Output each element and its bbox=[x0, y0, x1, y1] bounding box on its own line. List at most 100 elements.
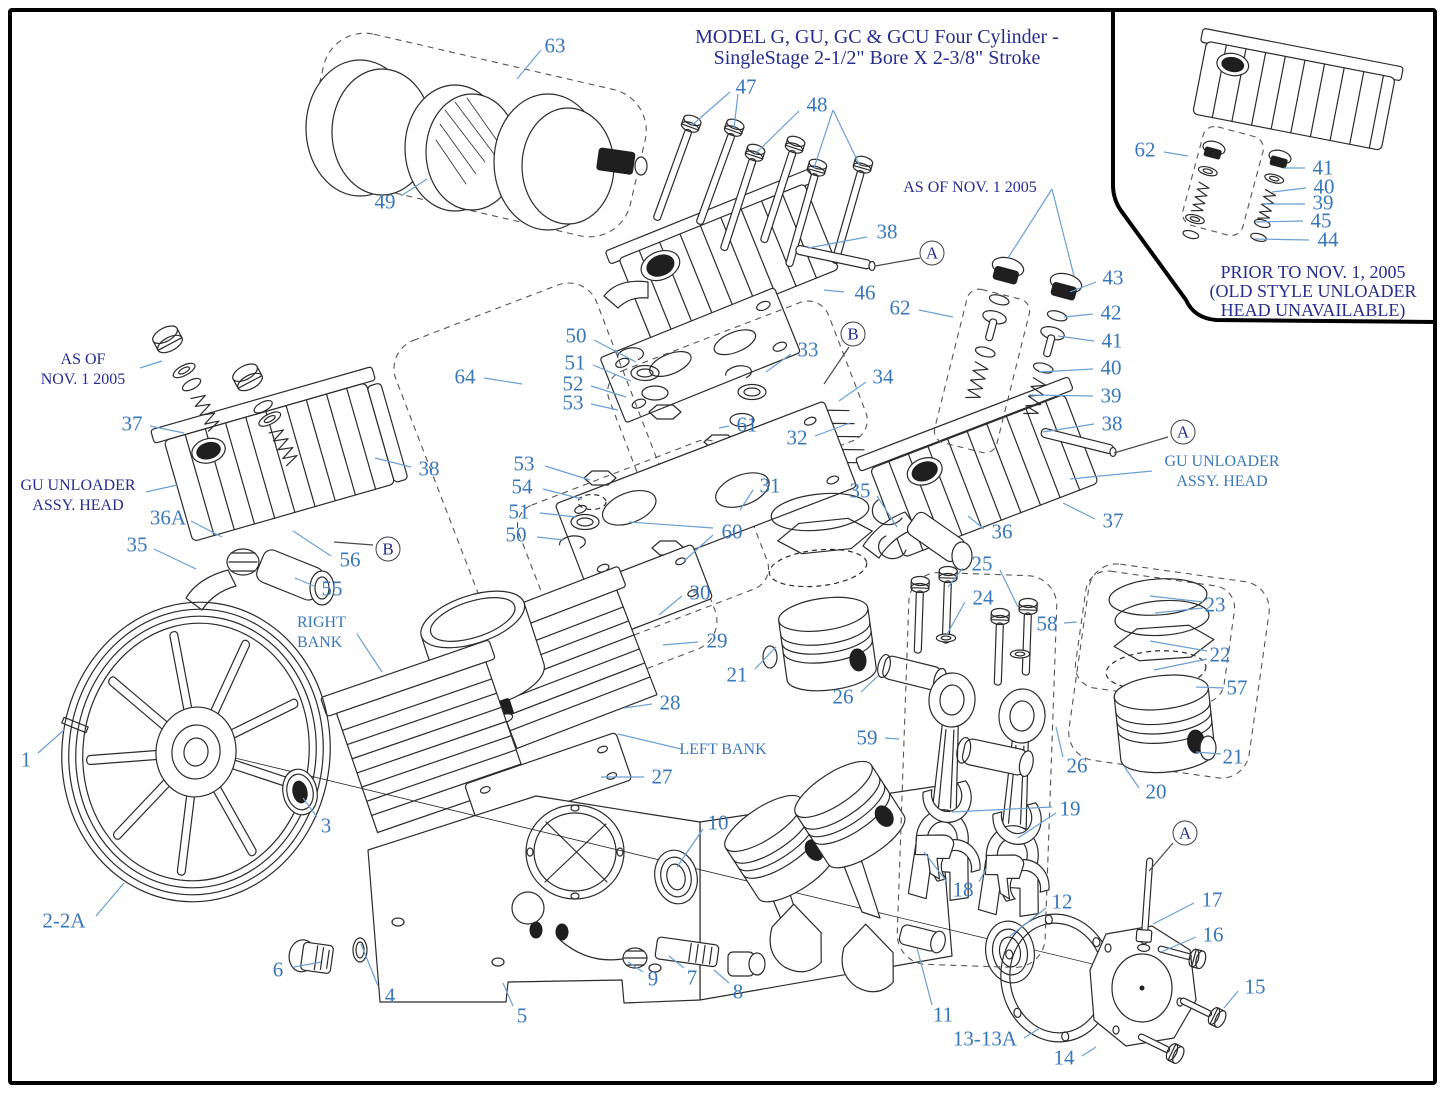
leader-line bbox=[536, 536, 565, 541]
leader-line bbox=[1069, 281, 1097, 293]
callout-47-2: 47 bbox=[735, 74, 757, 99]
leader-line bbox=[739, 489, 754, 511]
callout-23-38: 23 bbox=[1204, 592, 1226, 617]
callout-59-43: 59 bbox=[856, 725, 878, 750]
balloon-b-4: B bbox=[375, 536, 401, 562]
leader-line bbox=[1038, 368, 1094, 373]
note-as-of-right: AS OF NOV. 1 2005 bbox=[903, 178, 1037, 198]
callout-27-34: 27 bbox=[651, 764, 673, 789]
leader-line bbox=[1042, 423, 1095, 433]
callout-36-14: 36 bbox=[991, 519, 1013, 544]
leader-line bbox=[590, 403, 619, 411]
callout-53-23: 53 bbox=[562, 390, 584, 415]
note-prior-note-line3: HEAD UNAVAILABLE) bbox=[1220, 300, 1406, 320]
callout-56-70: 56 bbox=[339, 547, 361, 572]
leader-line bbox=[37, 729, 65, 754]
air-filter-assembly bbox=[299, 25, 654, 245]
callout-2-2a-59: 2-2A bbox=[42, 908, 86, 933]
callout-49-1: 49 bbox=[374, 189, 396, 214]
diagram-title-line2: SingleStage 2-1/2" Bore X 2-3/8" Stroke bbox=[713, 47, 1041, 69]
leader-line bbox=[1223, 990, 1239, 1009]
leader-line bbox=[95, 882, 125, 917]
leader-line bbox=[1152, 902, 1195, 925]
callout-62-7: 62 bbox=[889, 295, 911, 320]
callout-25-35: 25 bbox=[971, 551, 993, 576]
leader-line bbox=[1154, 607, 1204, 614]
leader-line bbox=[884, 737, 900, 740]
leader-line bbox=[1017, 812, 1057, 839]
leader-line bbox=[1195, 751, 1222, 755]
leader-line bbox=[1149, 595, 1204, 603]
piston-right-group bbox=[954, 560, 1273, 781]
leader-line bbox=[823, 346, 850, 385]
callout-38-12: 38 bbox=[1101, 411, 1123, 436]
leader-line bbox=[1051, 188, 1075, 277]
callout-10-56: 10 bbox=[707, 810, 729, 835]
leader-line bbox=[838, 381, 867, 402]
note-gu-unloader-right-line2: ASSY. HEAD bbox=[1176, 473, 1268, 490]
callout-9-63: 9 bbox=[647, 966, 659, 991]
leader-line bbox=[374, 457, 412, 468]
leader-line bbox=[683, 534, 714, 562]
shaft-seal bbox=[279, 766, 322, 818]
callout-15-52: 15 bbox=[1244, 974, 1266, 999]
callout-38-4: 38 bbox=[876, 219, 898, 244]
leader-line bbox=[916, 947, 933, 1006]
leader-line bbox=[813, 109, 834, 169]
leader-line bbox=[733, 93, 739, 129]
callout-44-77: 44 bbox=[1317, 227, 1339, 252]
callout-48-3: 48 bbox=[806, 92, 828, 117]
leader-line bbox=[765, 353, 792, 373]
note-prior-note-line2: (OLD STYLE UNLOADER bbox=[1209, 281, 1417, 301]
callout-16-50: 16 bbox=[1202, 922, 1224, 947]
callout-19-47: 19 bbox=[1059, 796, 1081, 821]
leader-line bbox=[149, 425, 185, 434]
callout-52-22: 52 bbox=[562, 371, 584, 396]
leader-line bbox=[539, 512, 577, 518]
leader-line bbox=[628, 521, 714, 529]
leader-line bbox=[718, 425, 730, 429]
leader-line bbox=[807, 236, 868, 249]
cylinder-banks bbox=[321, 544, 713, 836]
callout-46-5: 46 bbox=[854, 280, 876, 305]
note-gu-unloader-left-line1: GU UNLOADER bbox=[20, 477, 136, 494]
callout-64-19: 64 bbox=[454, 364, 476, 389]
leader-line bbox=[690, 91, 731, 127]
inset-old-style-head bbox=[1179, 28, 1403, 244]
crankshaft-assembly bbox=[716, 750, 1228, 1066]
leader-line bbox=[823, 289, 845, 293]
callout-57-40: 57 bbox=[1226, 675, 1248, 700]
callout-22-39: 22 bbox=[1209, 642, 1231, 667]
leader-line bbox=[1055, 726, 1064, 758]
callout-20-46: 20 bbox=[1145, 779, 1167, 804]
inset-boundary bbox=[1113, 10, 1435, 322]
leader-line bbox=[542, 488, 583, 500]
leader-line bbox=[1009, 907, 1047, 937]
leader-line bbox=[947, 567, 964, 588]
leader-line bbox=[483, 377, 523, 385]
note-as-of-right-line1: AS OF NOV. 1 2005 bbox=[903, 179, 1037, 196]
leader-line bbox=[592, 364, 632, 382]
callout-21-41: 21 bbox=[726, 662, 748, 687]
callout-61-24: 61 bbox=[736, 412, 758, 437]
unloader-elbow bbox=[186, 547, 334, 610]
leader-line bbox=[190, 520, 223, 538]
leader-line bbox=[1113, 436, 1169, 454]
note-prior-note-line1: PRIOR TO NOV. 1, 2005 bbox=[1220, 262, 1406, 282]
leader-line bbox=[302, 797, 318, 818]
leader-line bbox=[294, 577, 315, 587]
callout-53-25: 53 bbox=[513, 451, 535, 476]
leader-line bbox=[676, 828, 704, 868]
leader-line bbox=[544, 465, 591, 481]
leader-line bbox=[360, 943, 379, 987]
diagram-title-line1: MODEL G, GU, GC & GCU Four Cylinder - bbox=[695, 26, 1059, 48]
leader-line bbox=[713, 969, 730, 984]
leader-line bbox=[668, 955, 685, 969]
leader-line bbox=[918, 309, 954, 318]
leader-line bbox=[623, 703, 653, 709]
leader-line bbox=[627, 961, 644, 973]
note-as-of-left-line2: NOV. 1 2005 bbox=[40, 371, 126, 388]
callout-32-17: 32 bbox=[786, 425, 808, 450]
